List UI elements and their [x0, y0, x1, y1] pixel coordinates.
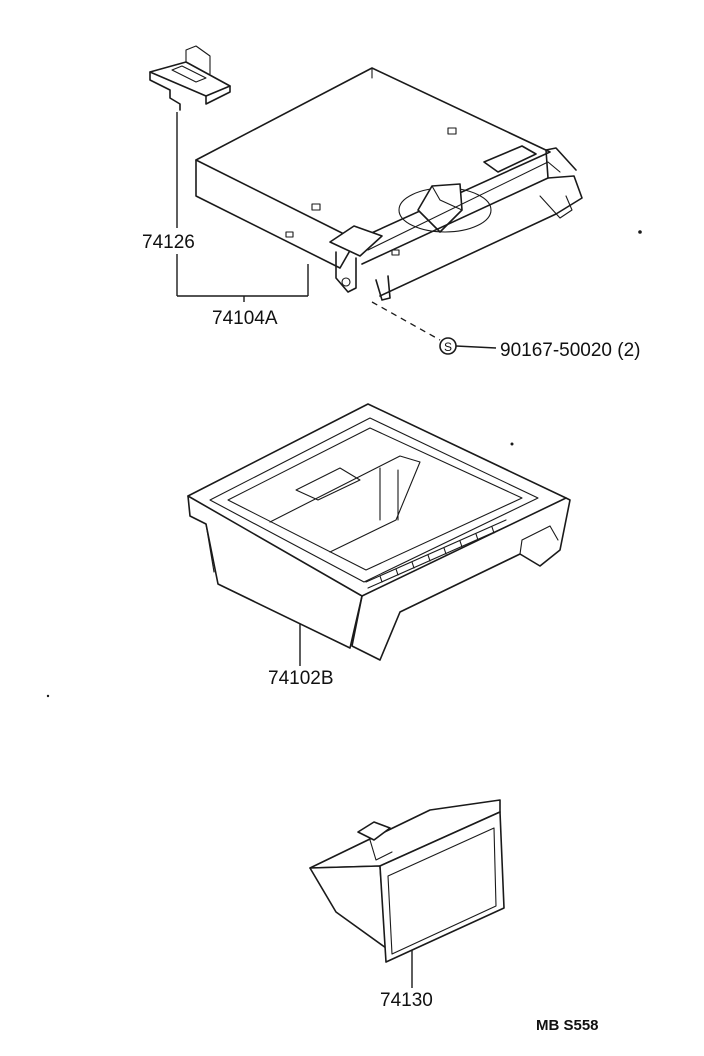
- label-90167-50020: 90167-50020 (2): [500, 340, 641, 361]
- bracket-74104a-part: [195, 67, 583, 301]
- screw-symbol-letter: S: [444, 340, 452, 354]
- scan-dot: [46, 694, 50, 698]
- label-74130: 74130: [380, 990, 433, 1011]
- scan-dot: [510, 442, 514, 446]
- leader-lines-upper: [176, 112, 309, 302]
- drawing-code: MB S558: [536, 1017, 599, 1034]
- label-74126: 74126: [142, 232, 195, 253]
- scan-dot: [638, 230, 642, 234]
- screw-callout: S: [371, 301, 497, 355]
- ashtray-74130-part: [309, 799, 505, 963]
- label-74104a: 74104A: [212, 308, 278, 329]
- receptacle-ribs: [379, 526, 495, 583]
- receptacle-74102b-part: [187, 403, 571, 661]
- label-74102b: 74102B: [268, 668, 334, 689]
- clip-74126-part: [149, 45, 231, 111]
